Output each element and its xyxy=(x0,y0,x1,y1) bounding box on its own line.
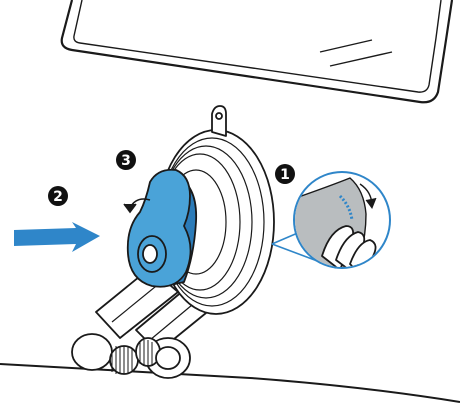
windshield xyxy=(60,0,454,104)
step-badge-1: 1 xyxy=(275,164,295,184)
step-badge-1-label: 1 xyxy=(280,167,290,183)
arrow-right-icon xyxy=(14,222,100,252)
adjustment-knobs xyxy=(71,333,191,379)
step-badge-3: 3 xyxy=(116,150,136,170)
locking-lever xyxy=(126,168,198,288)
step-badge-2: 2 xyxy=(48,186,68,206)
step-badge-2-label: 2 xyxy=(53,189,63,205)
curved-arrow-icon xyxy=(123,198,151,214)
step-badge-3-label: 3 xyxy=(121,153,131,169)
release-tab xyxy=(211,105,227,137)
magnify-callout-icon xyxy=(271,171,391,269)
dashboard-edge xyxy=(0,363,460,403)
